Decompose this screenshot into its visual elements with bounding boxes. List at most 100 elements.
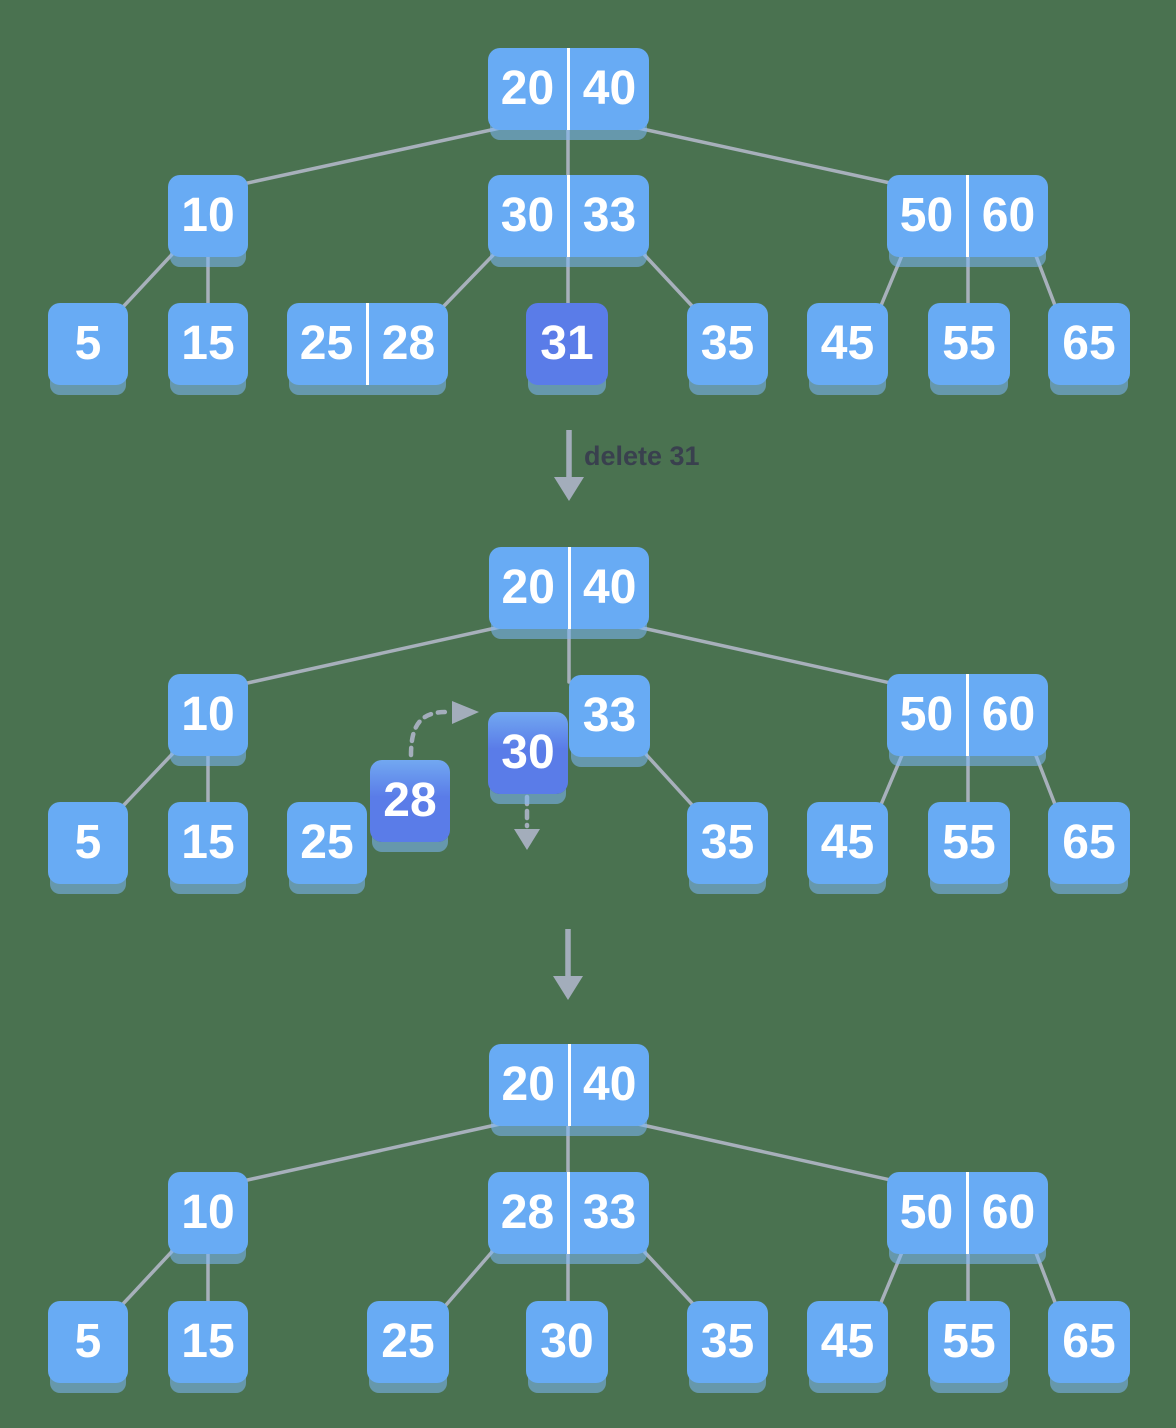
node-key: 60: [966, 674, 1048, 756]
dashed-arrow-head-icon: [452, 701, 479, 724]
node-key: 65: [1062, 1314, 1116, 1368]
btree-node-before-delete-10: 10: [168, 175, 248, 257]
tree-edge: [241, 625, 502, 686]
node-key: 25: [300, 815, 354, 869]
node-key: 31: [540, 316, 594, 370]
node-key: 20: [500, 61, 555, 115]
tree-edge: [636, 1122, 897, 1183]
btree-node-after-delete-5: 5: [48, 1301, 128, 1383]
btree-node-before-delete-5: 5: [48, 303, 128, 385]
node-key: 15: [181, 1314, 235, 1368]
node-key: 45: [820, 815, 875, 869]
btree-node-during-delete-15: 15: [168, 802, 248, 884]
node-key: 65: [1062, 815, 1116, 869]
tree-edge: [636, 126, 897, 186]
btree-node-after-delete-65: 65: [1048, 1301, 1130, 1383]
tree-edge: [440, 246, 502, 310]
node-key: 45: [820, 1314, 875, 1368]
node-key: 55: [942, 815, 996, 869]
node-key: 10: [181, 1185, 235, 1239]
node-key: 60: [966, 175, 1048, 257]
tree-edge: [120, 246, 180, 310]
down-arrow-icon: [554, 477, 584, 501]
btree-node-after-delete-10: 10: [168, 1172, 248, 1254]
btree-node-during-delete-65: 65: [1048, 802, 1130, 884]
node-key: 35: [700, 1314, 755, 1368]
tree-edge: [878, 746, 907, 809]
node-key: 30: [540, 1314, 594, 1368]
node-key: 60: [966, 1172, 1048, 1254]
node-key: 5: [74, 316, 102, 370]
tree-edge: [636, 1243, 696, 1307]
node-key: 28: [383, 773, 437, 827]
tree-edge: [636, 625, 897, 686]
node-key: 33: [582, 688, 637, 742]
node-key: 35: [700, 316, 755, 370]
tree-edge: [444, 1243, 500, 1307]
btree-node-after-delete-25: 25: [367, 1301, 449, 1383]
node-key: 20: [501, 560, 555, 614]
node-key: 33: [567, 1172, 649, 1254]
node-key: 10: [181, 687, 235, 741]
node-key: 15: [181, 316, 235, 370]
dashed-arrow-head-icon: [514, 829, 540, 850]
btree-node-after-delete-45: 45: [807, 1301, 888, 1383]
btree-node-after-delete-55: 55: [928, 1301, 1010, 1383]
tree-edge: [241, 126, 502, 186]
tree-edge: [1031, 246, 1058, 310]
node-key: 55: [942, 1314, 996, 1368]
btree-node-during-delete-25: 25: [287, 802, 367, 884]
btree-node-before-delete-55: 55: [928, 303, 1010, 385]
btree-node-before-delete-35: 35: [687, 303, 768, 385]
node-key: 50: [899, 1185, 954, 1239]
node-key: 40: [567, 1044, 650, 1126]
node-key: 10: [181, 188, 235, 242]
node-key: 20: [501, 1057, 555, 1111]
btree-node-during-delete-30: 30: [488, 712, 568, 794]
node-key: 55: [942, 316, 996, 370]
node-key: 25: [299, 316, 354, 370]
btree-node-during-delete-55: 55: [928, 802, 1010, 884]
node-key: 33: [567, 175, 649, 257]
node-key: 28: [500, 1185, 555, 1239]
tree-edge: [1031, 746, 1058, 809]
node-key: 5: [74, 1314, 102, 1368]
tree-edge: [1031, 1243, 1058, 1307]
btree-node-during-delete-35: 35: [687, 802, 768, 884]
node-key: 40: [567, 48, 649, 130]
tree-edge: [241, 1122, 502, 1183]
node-key: 50: [899, 687, 954, 741]
tree-edge: [878, 1243, 907, 1307]
delete-step-label: delete 31: [584, 441, 700, 471]
node-key: 28: [366, 303, 448, 385]
btree-node-after-delete-15: 15: [168, 1301, 248, 1383]
node-key: 25: [381, 1314, 435, 1368]
tree-edge: [640, 748, 696, 809]
node-key: 30: [501, 725, 555, 779]
btree-node-during-delete-28: 28: [370, 760, 450, 842]
btree-node-during-delete-45: 45: [807, 802, 888, 884]
btree-node-before-delete-31: 31: [526, 303, 608, 385]
btree-node-after-delete-35: 35: [687, 1301, 768, 1383]
btree-node-before-delete-45: 45: [807, 303, 888, 385]
node-key: 30: [500, 188, 555, 242]
node-key: 65: [1062, 316, 1116, 370]
node-key: 45: [820, 316, 875, 370]
node-key: 15: [181, 815, 235, 869]
tree-edge: [120, 1243, 180, 1307]
down-arrow-icon: [553, 976, 583, 1000]
tree-edge: [878, 246, 907, 310]
node-key: 40: [567, 547, 650, 629]
node-key: 50: [899, 188, 954, 242]
tree-edge: [120, 746, 180, 809]
dashed-move-arrow: [408, 709, 449, 758]
